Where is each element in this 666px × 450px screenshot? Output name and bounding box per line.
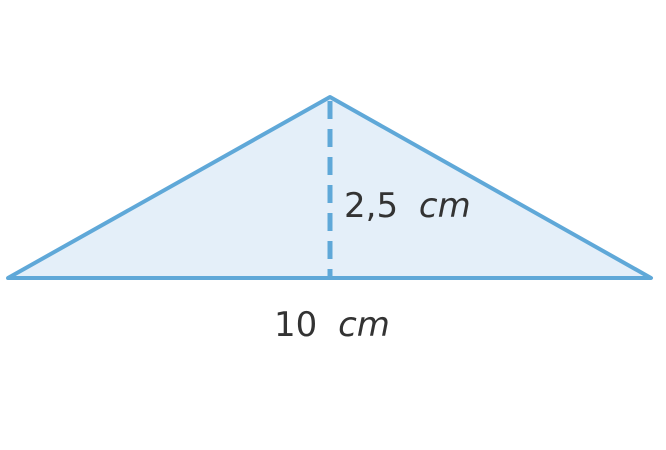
height-value: 2,5 xyxy=(344,186,398,226)
base-unit: cm xyxy=(338,305,390,345)
base-value: 10 xyxy=(274,305,317,345)
height-unit: cm xyxy=(419,186,471,226)
base-label: 10 cm xyxy=(274,305,390,345)
height-label: 2,5 cm xyxy=(344,186,471,226)
